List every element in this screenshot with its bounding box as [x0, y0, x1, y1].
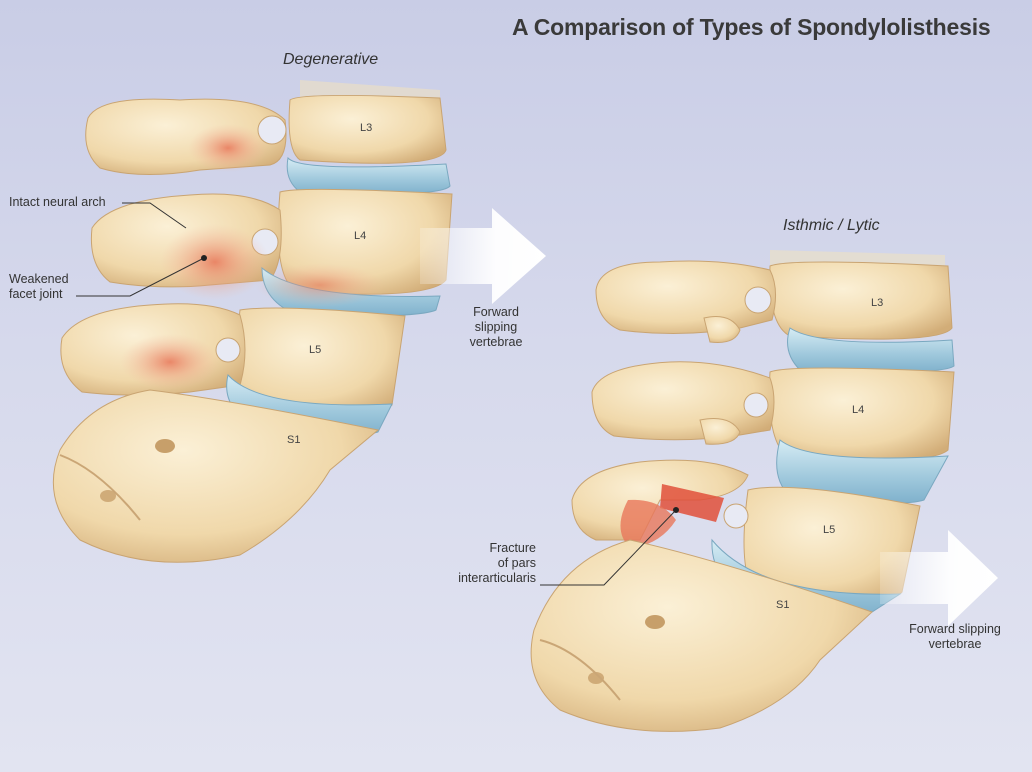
caption-line: vertebrae — [469, 335, 523, 349]
caption-line: slipping — [474, 320, 518, 334]
forward-slipping-caption-left: Forward slipping vertebrae — [448, 305, 544, 350]
caption-line: Forward slipping — [909, 622, 1001, 636]
vertebra-label-s1-right: S1 — [776, 599, 790, 611]
fracture-pars-label: Fracture of pars interarticularis — [440, 541, 536, 586]
vertebra-label-l3-left: L3 — [360, 122, 373, 134]
weakened-facet-label-line2: facet joint — [9, 287, 63, 301]
forward-slip-arrow-left — [420, 208, 546, 304]
intact-neural-arch-label: Intact neural arch — [9, 195, 106, 209]
vertebra-label-l5-right: L5 — [823, 524, 836, 536]
fracture-label-line3: interarticularis — [458, 571, 536, 585]
vertebra-label-s1-left: S1 — [287, 434, 301, 446]
fracture-label-line1: Fracture — [489, 541, 536, 555]
isthmic-heading: Isthmic / Lytic — [783, 217, 880, 234]
weakened-facet-label-line1: Weakened — [9, 272, 69, 286]
caption-line: vertebrae — [928, 637, 982, 651]
page-title: A Comparison of Types of Spondylolisthes… — [512, 14, 991, 40]
vertebra-label-l4-left: L4 — [354, 230, 367, 242]
isthmic-spine — [530, 250, 955, 732]
degenerative-heading: Degenerative — [283, 51, 379, 68]
degenerative-spine — [52, 80, 453, 563]
vertebra-label-l5-left: L5 — [309, 344, 322, 356]
fracture-label-line2: of pars — [497, 556, 536, 570]
forward-slipping-caption-right: Forward slipping vertebrae — [895, 622, 1015, 652]
forward-slip-arrow-right — [880, 530, 998, 626]
vertebra-label-l4-right: L4 — [852, 404, 865, 416]
caption-line: Forward — [473, 305, 519, 319]
vertebra-label-l3-right: L3 — [871, 297, 884, 309]
